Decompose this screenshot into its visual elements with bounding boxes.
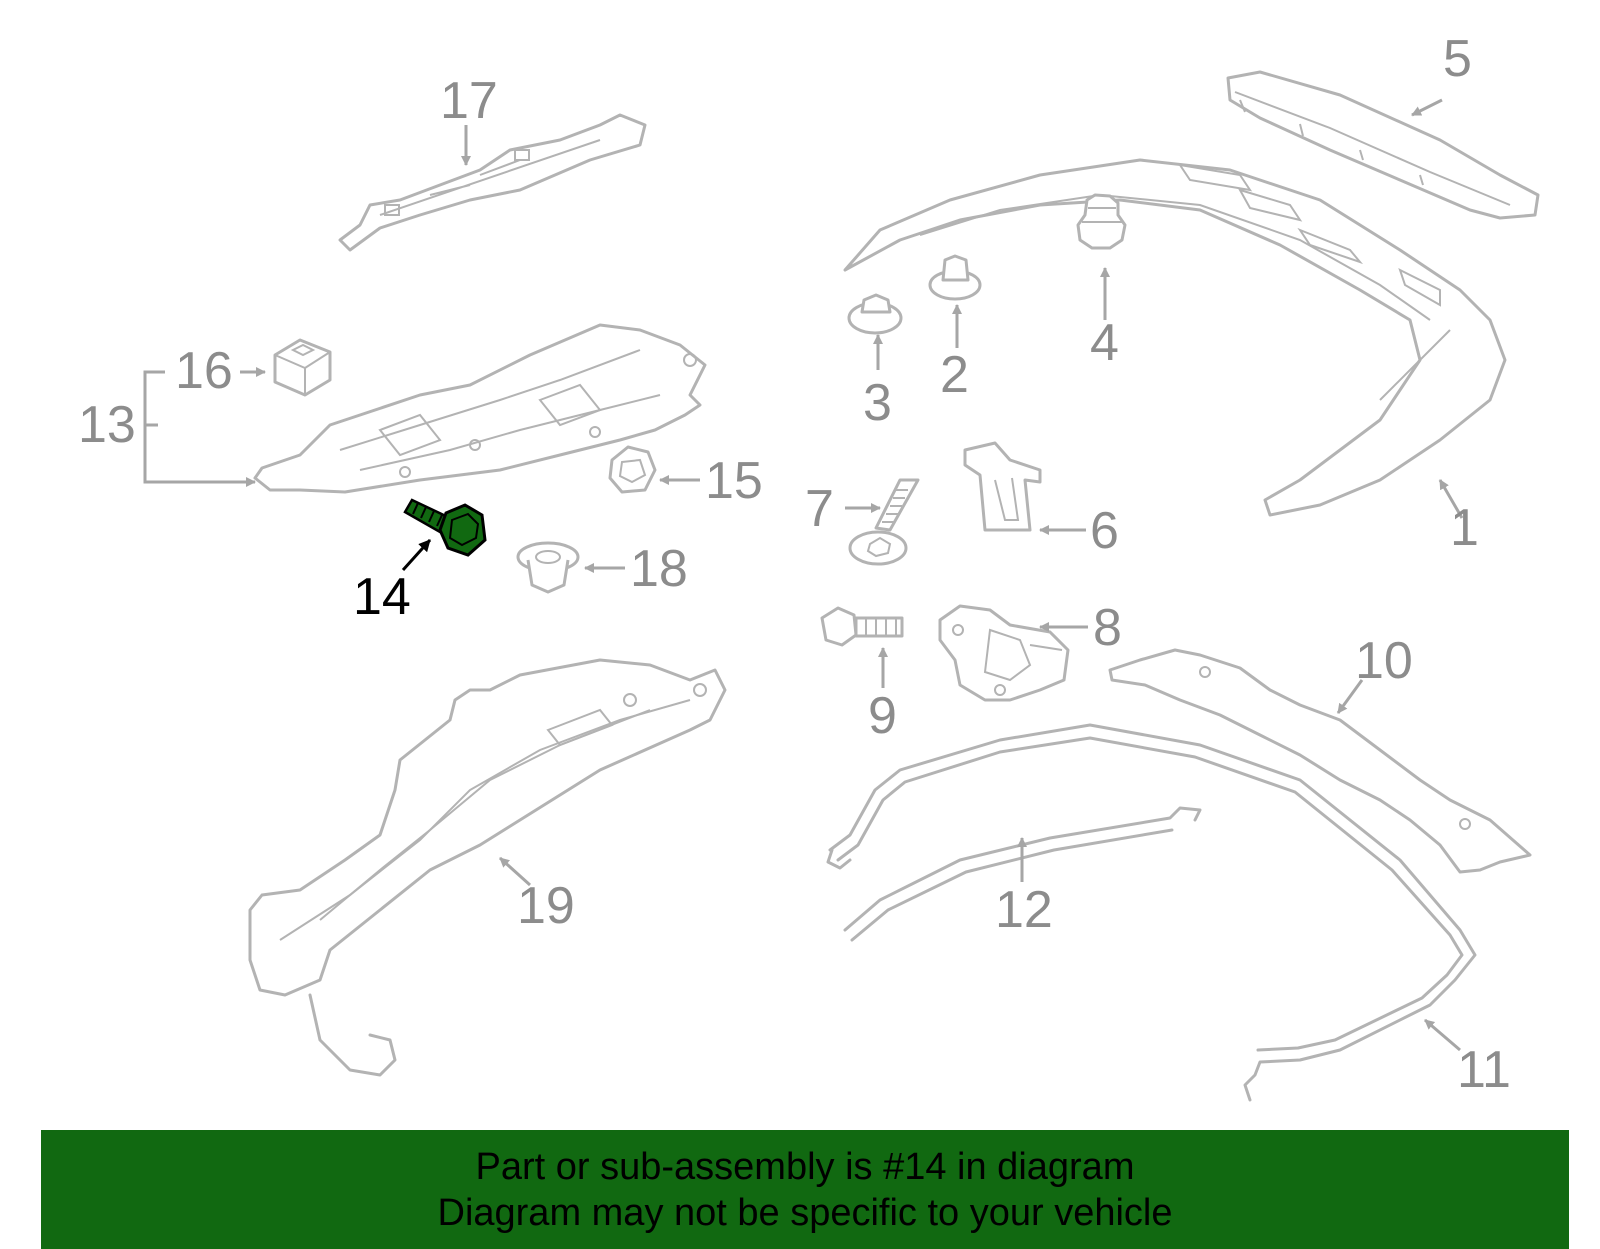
part-14-bolt bbox=[403, 498, 487, 557]
part-1-spoiler bbox=[843, 158, 1507, 517]
part-12-trim bbox=[843, 806, 1202, 942]
part-3-clip bbox=[847, 293, 903, 335]
callout-18: 18 bbox=[630, 540, 688, 598]
callout-7: 7 bbox=[805, 480, 834, 538]
part-7-screw bbox=[848, 478, 920, 566]
callout-10: 10 bbox=[1355, 632, 1413, 690]
part-6-bracket bbox=[963, 441, 1042, 532]
part-15-nut bbox=[608, 445, 657, 494]
parts-diagram: 17 5 16 13 15 14 18 3 2 4 1 6 7 8 9 10 1… bbox=[78, 30, 1540, 1102]
callout-8: 8 bbox=[1093, 599, 1122, 657]
part-5-wing bbox=[1226, 70, 1540, 220]
callout-12: 12 bbox=[995, 881, 1053, 939]
callout-6: 6 bbox=[1090, 502, 1119, 560]
callout-13: 13 bbox=[78, 396, 136, 454]
callout-9: 9 bbox=[868, 687, 897, 745]
part-9-bolt bbox=[820, 606, 904, 647]
callout-2: 2 bbox=[940, 346, 969, 404]
part-18-nut bbox=[516, 541, 580, 594]
callout-11: 11 bbox=[1457, 1041, 1511, 1099]
callout-1: 1 bbox=[1450, 499, 1479, 557]
part-13-bracket bbox=[253, 323, 707, 494]
part-info-banner: Part or sub-assembly is #14 in diagram D… bbox=[41, 1130, 1569, 1249]
callout-4: 4 bbox=[1090, 314, 1119, 372]
banner-line-1: Part or sub-assembly is #14 in diagram bbox=[475, 1145, 1135, 1188]
callout-15: 15 bbox=[705, 452, 763, 510]
part-11-seal bbox=[826, 723, 1477, 1102]
callout-3: 3 bbox=[863, 374, 892, 432]
part-19-bracket bbox=[248, 658, 727, 1077]
part-10-strip bbox=[1108, 648, 1532, 874]
leader-lines bbox=[143, 98, 1464, 1052]
callout-17: 17 bbox=[440, 72, 498, 130]
part-8-bracket bbox=[938, 604, 1070, 702]
part-4-clip bbox=[1076, 193, 1127, 250]
callout-labels: 17 5 16 13 15 14 18 3 2 4 1 6 7 8 9 10 1… bbox=[78, 30, 1511, 1099]
part-2-clip bbox=[928, 254, 982, 301]
banner-line-2: Diagram may not be specific to your vehi… bbox=[437, 1191, 1173, 1234]
callout-5: 5 bbox=[1443, 30, 1472, 88]
callout-19: 19 bbox=[517, 877, 575, 935]
part-17-rail bbox=[338, 113, 647, 252]
part-16-clip bbox=[273, 338, 332, 397]
callout-14: 14 bbox=[353, 568, 411, 626]
callout-16: 16 bbox=[175, 342, 233, 400]
